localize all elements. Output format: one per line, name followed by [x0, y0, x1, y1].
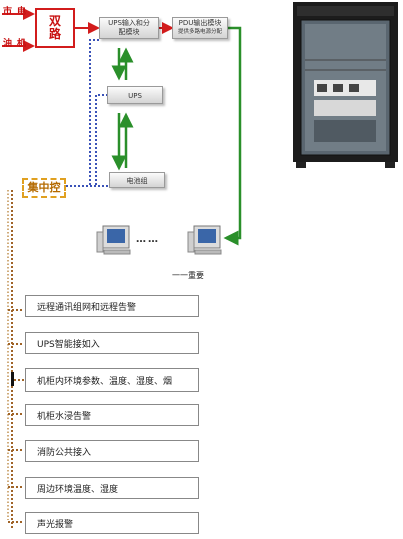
feature-item-label: 机柜水浸告警 [37, 411, 92, 422]
feature-item: UPS智能接如入 [25, 332, 199, 354]
feature-item-label: 远程通讯组网和远程告警 [37, 302, 137, 313]
feature-item: 声光报警 [25, 512, 199, 534]
mains-label: 市电 [3, 7, 32, 17]
feature-item: 消防公共接入 [25, 440, 199, 462]
feature-item: 机柜内环境参数、温度、湿度、烟 [25, 368, 199, 392]
legend-important: 一一重要 [172, 271, 204, 280]
generator-label: 油机 [3, 39, 32, 49]
battery-module: 电池组 [109, 172, 165, 188]
monitor-wire-ups-dist [89, 39, 99, 185]
dual-source-switch-label: 双路 [48, 14, 61, 41]
ups-label: UPS [128, 92, 142, 100]
ups-module: UPS [107, 86, 163, 104]
dual-source-switch: 双路 [35, 8, 75, 48]
ups-distribution-label: UPS输入和分配模块 [108, 19, 150, 36]
pdu-output-wire [223, 26, 242, 246]
pdu-title: PDU输出模块 [178, 19, 222, 27]
feature-item: 周边环境温度、湿度 [25, 477, 199, 499]
monitor-wire-ups [95, 94, 107, 185]
feature-item-label: UPS智能接如入 [37, 339, 100, 350]
pdu-subtitle: 提供多路电源分配 [177, 29, 222, 35]
feature-item-label: 机柜内环境参数、温度、湿度、烟 [37, 376, 173, 387]
pdu-module: PDU输出模块 提供多路电源分配 [172, 17, 228, 39]
battery-label: 电池组 [126, 177, 148, 185]
central-control-label: 集中控 [27, 181, 61, 194]
feature-item: 远程通讯组网和远程告警 [25, 295, 199, 317]
central-control-box: 集中控 [22, 178, 66, 198]
feature-item: 机柜水浸告警 [25, 404, 199, 426]
feature-item-label: 声光报警 [37, 519, 74, 530]
terminals-ellipsis: …… [136, 234, 160, 245]
feature-item-label: 消防公共接入 [37, 447, 92, 458]
cabinet-image [293, 2, 398, 168]
terminal-2 [187, 225, 222, 255]
ups-distribution-module: UPS输入和分配模块 [99, 17, 159, 39]
terminal-1 [96, 225, 131, 255]
feature-item-label: 周边环境温度、湿度 [37, 484, 119, 495]
